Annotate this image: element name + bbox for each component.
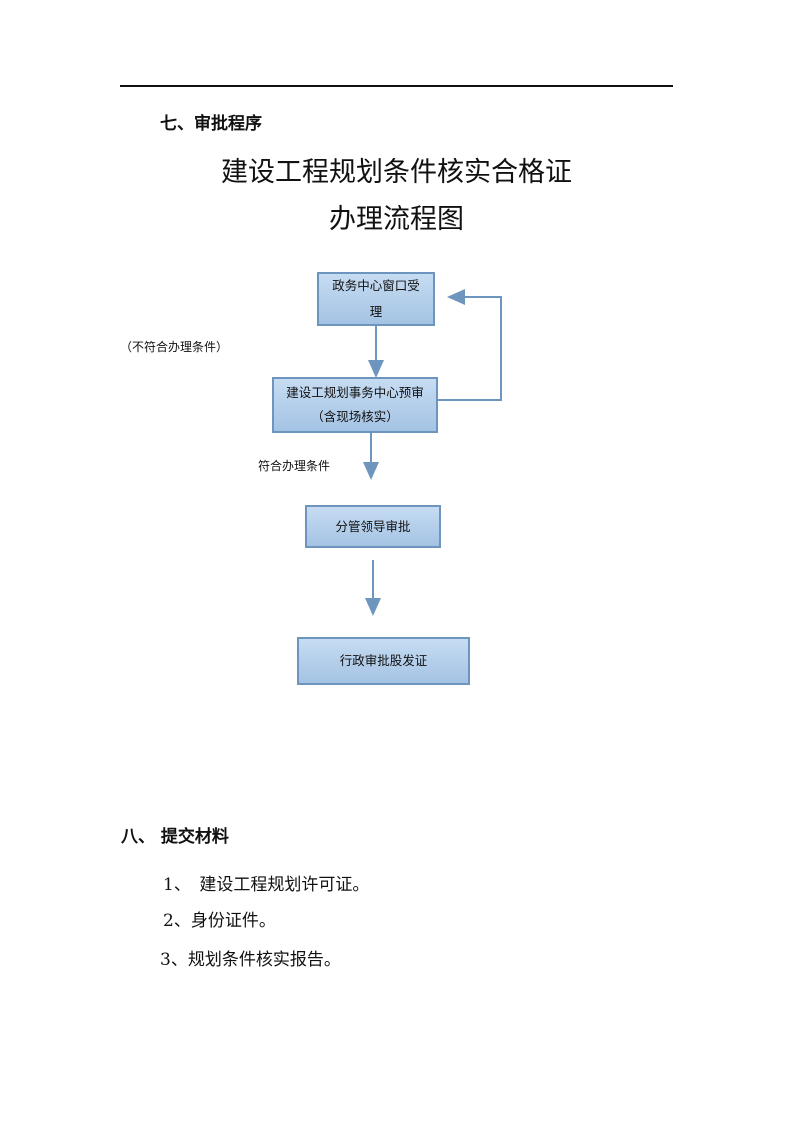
flow-box-leader-approval: 分管领导审批: [305, 505, 441, 548]
flowchart-title: 建设工程规划条件核实合格证: [221, 157, 572, 188]
arrow-return-loop: [437, 289, 502, 401]
material-item: 2、身份证件。: [163, 911, 276, 931]
flow-box-issue-certificate: 行政审批股发证: [297, 637, 470, 685]
box-label: 建设工规划事务中心预审: [286, 385, 424, 400]
box-label-sub: （含现场核实）: [311, 409, 399, 424]
section-heading-materials: 八、 提交材料: [121, 827, 229, 847]
material-item: 1、 建设工程规划许可证。: [163, 875, 370, 895]
flowchart-subtitle: 办理流程图: [329, 204, 464, 235]
material-item: 3、规划条件核实报告。: [160, 950, 341, 970]
section-heading-approval: 七、审批程序: [160, 114, 262, 134]
box-label: 行政审批股发证: [339, 653, 428, 668]
header-rule: [120, 85, 673, 87]
flow-box-window-acceptance: 政务中心窗口受理: [317, 272, 435, 326]
label-qualified: 符合办理条件: [258, 459, 331, 473]
label-not-qualified: （不符合办理条件）: [120, 340, 229, 354]
box-label: 分管领导审批: [335, 518, 411, 534]
box-label: 政务中心窗口受理: [332, 278, 420, 319]
flow-box-pre-review: 建设工规划事务中心预审 （含现场核实）: [272, 377, 438, 433]
